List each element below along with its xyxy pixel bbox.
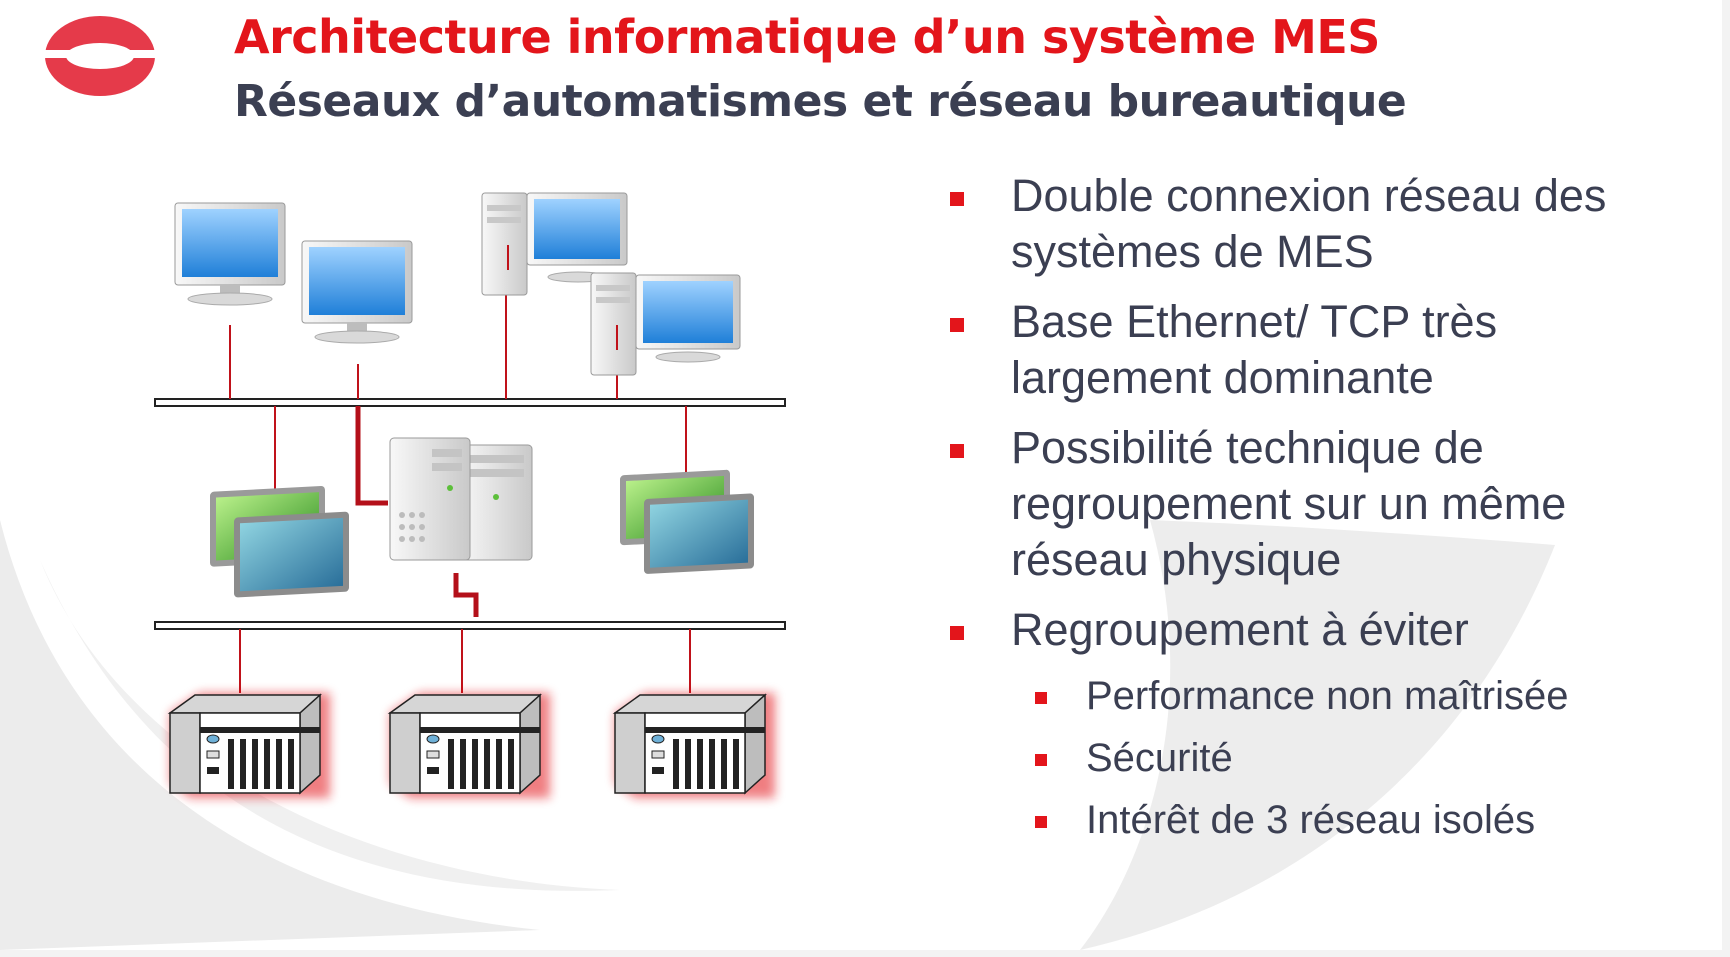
bullet-list: Double connexion réseau des systèmes de … — [945, 168, 1705, 858]
bullet-item: Base Ethernet/ TCP très largement domina… — [945, 294, 1705, 406]
bullet-item: Regroupement à éviter — [945, 602, 1705, 658]
bullet-marker — [1035, 754, 1047, 766]
office-network-bus — [154, 398, 786, 407]
automation-network-bus — [154, 621, 786, 630]
bullet-text: Double connexion réseau des systèmes de … — [1011, 170, 1607, 277]
sub-bullet-item: Performance non maîtrisée — [945, 672, 1705, 720]
bullet-marker — [950, 444, 964, 458]
bullet-text: Base Ethernet/ TCP très largement domina… — [1011, 296, 1498, 403]
slide-subtitle: Réseaux d’automatismes et réseau bureaut… — [234, 76, 1407, 127]
bullet-marker — [950, 318, 964, 332]
sub-bullet-text: Intérêt de 3 réseau isolés — [1086, 798, 1536, 842]
monitor-icon — [174, 202, 286, 306]
server-icon — [389, 437, 533, 561]
bullet-marker — [1035, 816, 1047, 828]
plc-controller-icon — [612, 693, 775, 798]
desktop-computer-icon — [481, 192, 628, 296]
bullet-text: Regroupement à éviter — [1011, 604, 1469, 655]
bullet-item: Double connexion réseau des systèmes de … — [945, 168, 1705, 280]
hmi-panel-icon — [620, 469, 754, 574]
sub-bullet-item: Sécurité — [945, 734, 1705, 782]
bullet-text: Possibilité technique de regroupement su… — [1011, 422, 1567, 585]
sub-bullet-text: Sécurité — [1086, 736, 1233, 780]
monitor-icon — [301, 240, 413, 344]
sub-bullet-text: Performance non maîtrisée — [1086, 674, 1569, 718]
network-diagram — [154, 192, 786, 798]
bullet-marker — [950, 626, 964, 640]
bullet-item: Possibilité technique de regroupement su… — [945, 420, 1705, 588]
logo — [40, 16, 160, 96]
slide-title: Architecture informatique d’un système M… — [234, 10, 1380, 64]
plc-controller-icon — [387, 693, 550, 798]
plc-controller-icon — [167, 693, 330, 798]
sub-bullet-item: Intérêt de 3 réseau isolés — [945, 796, 1705, 844]
bullet-marker — [1035, 692, 1047, 704]
hmi-panel-icon — [210, 486, 349, 598]
desktop-computer-icon — [590, 272, 741, 376]
bullet-marker — [950, 192, 964, 206]
